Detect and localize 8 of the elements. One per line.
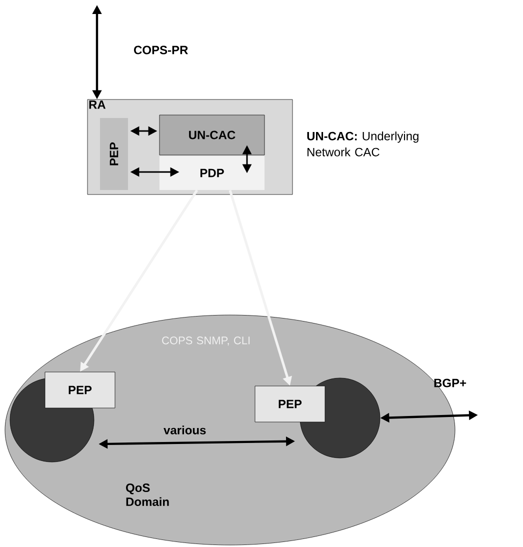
un-cac-box: UN-CAC bbox=[159, 114, 265, 156]
pdp-box: PDP bbox=[160, 156, 264, 190]
edge-label: COPS-PR bbox=[134, 46, 188, 54]
edge-label: various bbox=[164, 426, 206, 434]
pep-box: PEP bbox=[44, 372, 116, 408]
pep-box: PEP bbox=[254, 386, 326, 422]
pep-strip: PEP bbox=[100, 118, 128, 190]
note-text: UN-CAC: Underlying Network CAC bbox=[307, 132, 418, 156]
